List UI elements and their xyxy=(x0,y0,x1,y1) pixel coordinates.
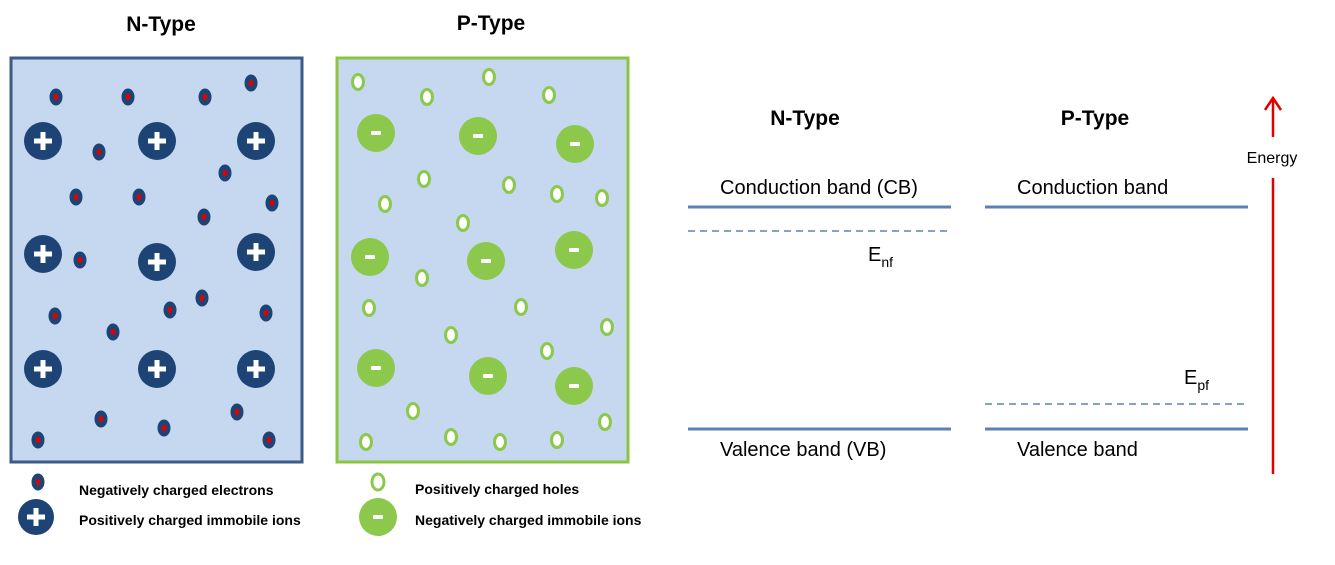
negative-ion xyxy=(357,349,395,387)
legend-positive-ion-icon xyxy=(18,499,54,535)
electron xyxy=(195,289,209,307)
electron xyxy=(163,301,177,319)
positive-ion xyxy=(24,235,62,273)
electron xyxy=(94,410,108,428)
electron xyxy=(265,194,279,212)
legend-electron-icon xyxy=(31,473,45,491)
hole xyxy=(493,433,507,451)
p-valence-band-label: Valence band xyxy=(1017,439,1138,461)
negative-ion xyxy=(469,357,507,395)
electron xyxy=(132,188,146,206)
electron xyxy=(259,304,273,322)
positive-ion xyxy=(138,122,176,160)
positive-ion xyxy=(237,122,275,160)
electron xyxy=(197,208,211,226)
p-fermi-level-label: Epf xyxy=(1184,367,1209,393)
hole xyxy=(550,185,564,203)
hole xyxy=(444,428,458,446)
positive-ion xyxy=(138,243,176,281)
n-type-title: N-Type xyxy=(126,13,196,36)
legend-neg-ions-label: Negatively charged immobile ions xyxy=(415,512,642,528)
electron xyxy=(69,188,83,206)
hole xyxy=(598,413,612,431)
electron xyxy=(92,143,106,161)
hole xyxy=(351,73,365,91)
energy-arrow xyxy=(1263,95,1283,474)
negative-ion xyxy=(556,125,594,163)
hole xyxy=(595,189,609,207)
energy-label: Energy xyxy=(1247,150,1298,167)
hole xyxy=(417,170,431,188)
positive-ion xyxy=(237,233,275,271)
n-conduction-band-label: Conduction band (CB) xyxy=(720,177,918,199)
hole xyxy=(444,326,458,344)
band-n-type-title: N-Type xyxy=(770,107,840,130)
hole xyxy=(456,214,470,232)
hole xyxy=(540,342,554,360)
hole xyxy=(542,86,556,104)
hole xyxy=(550,431,564,449)
legend-electrons-label: Negatively charged electrons xyxy=(79,482,274,498)
p-conduction-band-label: Conduction band xyxy=(1017,177,1168,199)
legend-pos-ions-label: Positively charged immobile ions xyxy=(79,512,301,528)
n-fermi-level-label: Enf xyxy=(868,244,893,270)
hole xyxy=(378,195,392,213)
electron xyxy=(230,403,244,421)
hole xyxy=(415,269,429,287)
hole xyxy=(482,68,496,86)
negative-ion xyxy=(555,231,593,269)
p-type-title: P-Type xyxy=(457,12,525,35)
electron xyxy=(218,164,232,182)
electron xyxy=(73,251,87,269)
electron xyxy=(157,419,171,437)
legend-holes-label: Positively charged holes xyxy=(415,481,579,497)
hole xyxy=(600,318,614,336)
n-valence-band-label: Valence band (VB) xyxy=(720,439,886,461)
electron xyxy=(49,88,63,106)
legend-negative-ion-icon xyxy=(359,498,397,536)
positive-ion xyxy=(24,122,62,160)
legend-hole-icon xyxy=(370,472,386,492)
electron xyxy=(48,307,62,325)
band-p-type-title: P-Type xyxy=(1061,107,1129,130)
negative-ion xyxy=(467,242,505,280)
positive-ion xyxy=(138,350,176,388)
hole xyxy=(420,88,434,106)
hole xyxy=(362,299,376,317)
p-type-carriers xyxy=(351,68,614,451)
positive-ion xyxy=(237,350,275,388)
negative-ion xyxy=(357,114,395,152)
n-type-carriers xyxy=(24,74,279,449)
hole xyxy=(406,402,420,420)
hole xyxy=(359,433,373,451)
electron xyxy=(106,323,120,341)
electron xyxy=(244,74,258,92)
hole xyxy=(514,298,528,316)
negative-ion xyxy=(555,367,593,405)
electron xyxy=(262,431,276,449)
electron xyxy=(31,431,45,449)
negative-ion xyxy=(459,117,497,155)
negative-ion xyxy=(351,238,389,276)
hole xyxy=(502,176,516,194)
positive-ion xyxy=(24,350,62,388)
electron xyxy=(121,88,135,106)
electron xyxy=(198,88,212,106)
